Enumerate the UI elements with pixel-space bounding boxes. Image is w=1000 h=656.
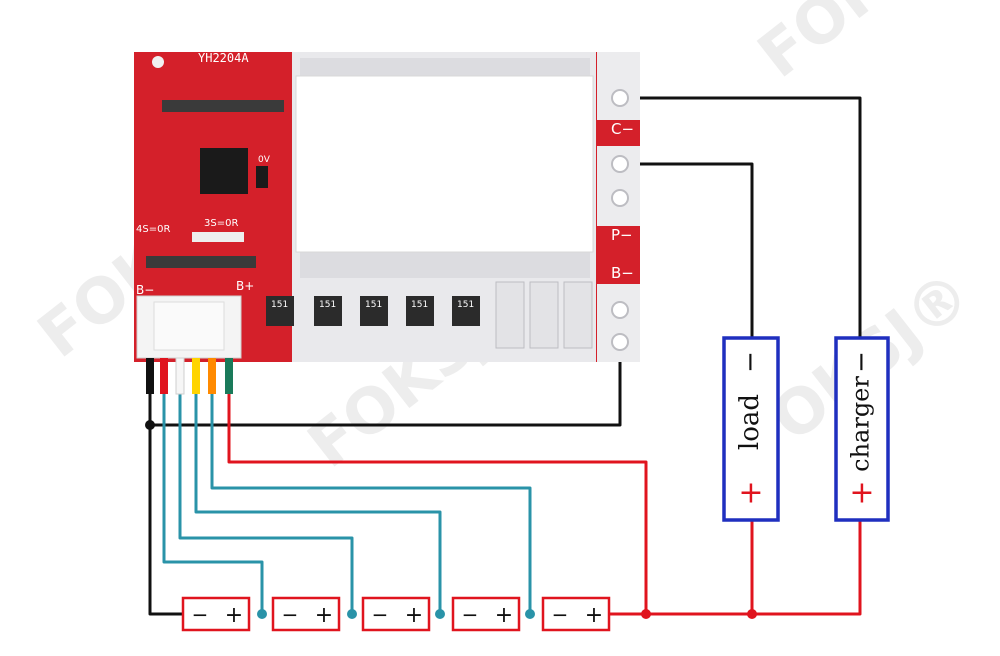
wire-balance-3 (194, 368, 442, 614)
wire-pack-negative (148, 368, 183, 616)
watermark-text: FOKSJ® (744, 0, 1000, 92)
mount-hole (152, 56, 164, 68)
wires (148, 96, 862, 616)
cell-minus: − (552, 603, 569, 627)
load-box: − load + (722, 336, 780, 522)
junction-dot (525, 609, 535, 619)
resistor-block: 151 151 151 151 151 (266, 281, 593, 349)
junction-dot (641, 609, 651, 619)
resistor-code: 151 (411, 300, 428, 310)
terminal-pad-c (611, 89, 629, 107)
silk-model: YH2204A (198, 51, 249, 65)
load-outline (722, 336, 780, 522)
wire-balance-2 (178, 368, 354, 614)
charger-minus-sign: − (847, 351, 877, 373)
terminal-pad-b2 (611, 301, 629, 319)
battery-cell: − + (271, 596, 341, 632)
battery-cell: − + (541, 596, 611, 632)
cell-plus: + (495, 603, 513, 628)
charger-label: charger (847, 376, 875, 472)
load-plus-sign: + (738, 476, 763, 511)
silk-resistor-3s: 3S=0R (204, 218, 238, 229)
junction-dot (347, 609, 357, 619)
terminal-strip: C− P− B− (597, 52, 640, 362)
junction-dot (145, 420, 155, 430)
cell-minus: − (282, 603, 299, 627)
terminal-pad-b (611, 333, 629, 351)
silk-b-minus: B− (611, 264, 634, 282)
left-components: YH2204A 0V 3S=0R 4S=0R B− B+ (136, 51, 284, 297)
charger-outline (834, 336, 890, 522)
silk-bplus-connector: B+ (236, 279, 254, 293)
resistor-code: 151 (319, 300, 336, 310)
cell-minus: − (462, 603, 479, 627)
resistor-code: 151 (365, 300, 382, 310)
silk-p-minus: P− (611, 226, 633, 244)
battery-cell: − + (451, 596, 521, 632)
cell-minus: − (372, 603, 389, 627)
cell-plus: + (225, 603, 243, 628)
wire-charger-negative (620, 96, 862, 338)
cell-minus: − (192, 603, 209, 627)
terminal-pad-p2 (611, 189, 629, 207)
silk-c-minus: C− (611, 120, 634, 138)
junction-dot (747, 609, 757, 619)
bms-board: C− P− B− YH2204A 0V 3S=0R 4S=0R B− B+ (134, 51, 640, 395)
silk-resistor-4s: 4S=0R (136, 224, 170, 235)
load-label: load (735, 394, 765, 450)
wire-balance-4 (210, 368, 532, 614)
charger-box: − charger + (834, 336, 890, 522)
mesh-dots (300, 58, 590, 278)
terminal-pad-p (611, 155, 629, 173)
battery-cell: − + (181, 596, 251, 632)
junction-dot (435, 609, 445, 619)
cell-plus: + (405, 603, 423, 628)
resistor-code: 151 (271, 300, 288, 310)
resistor-code: 151 (457, 300, 474, 310)
wire-board-bminus (150, 342, 622, 427)
wire-balance-1 (162, 368, 264, 614)
cell-plus: + (315, 603, 333, 628)
cell-plus: + (585, 603, 603, 628)
balance-connector (136, 295, 242, 395)
wire-positive-bus (608, 520, 862, 616)
label-sticker (295, 75, 594, 253)
battery-cell: − + (361, 596, 431, 632)
silk-bminus-connector: B− (136, 283, 154, 297)
wire-pack-positive-sense (227, 368, 648, 614)
load-minus-sign: − (736, 351, 766, 373)
battery-cells: − + − + − + − + − + (181, 596, 611, 632)
junctions (145, 420, 757, 619)
silk-voltage: 0V (258, 155, 271, 165)
wire-load-negative (620, 162, 754, 338)
charger-plus-sign: + (849, 476, 874, 511)
junction-dot (257, 609, 267, 619)
